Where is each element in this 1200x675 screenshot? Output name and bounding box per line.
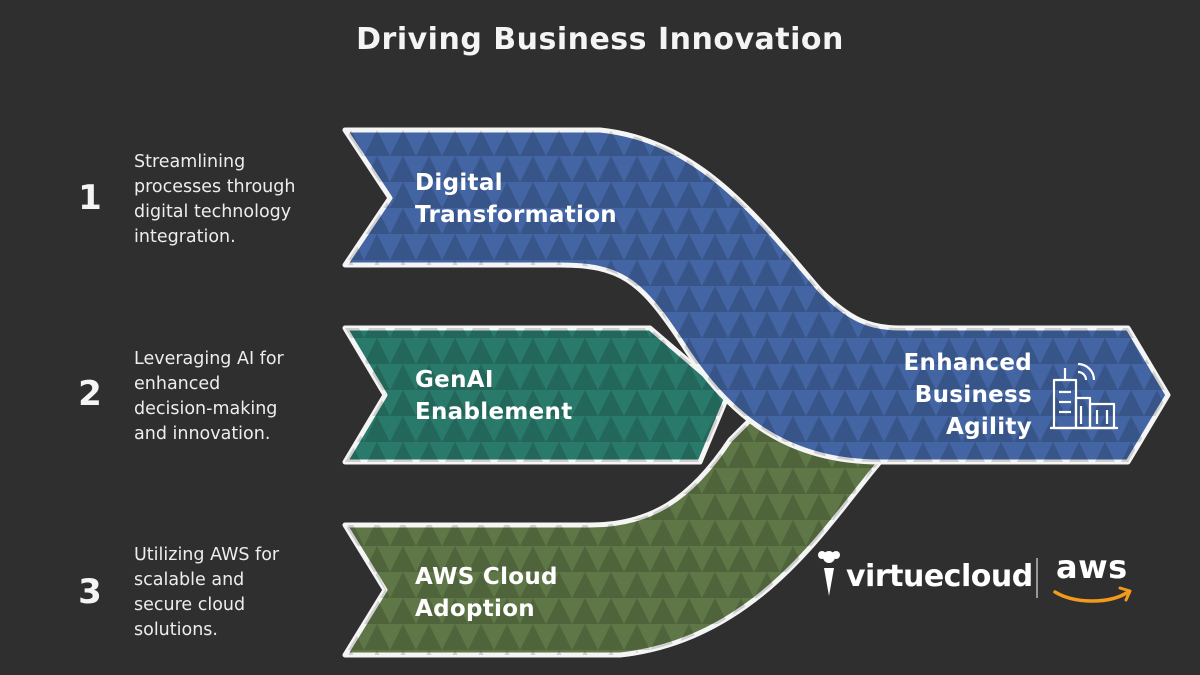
description-line: Leveraging AI for: [134, 349, 284, 369]
description-line: integration.: [134, 227, 236, 247]
step-number-2: 2: [78, 374, 102, 414]
virtuecloud-wordmark: virtuecloud: [846, 559, 1033, 594]
flow-band-digital-texture: [345, 130, 1168, 462]
building-signal-icon: [1050, 362, 1118, 430]
step-description-1: Streamlining processes through digital t…: [134, 150, 334, 250]
aws-wordmark: aws: [1056, 548, 1128, 586]
label-line: Digital: [415, 170, 503, 196]
step-description-2: Leveraging AI for enhanced decision-maki…: [134, 347, 334, 447]
description-line: Streamlining: [134, 152, 246, 172]
label-line: AWS Cloud: [415, 564, 558, 590]
description-line: and innovation.: [134, 424, 271, 444]
label-line: Enhanced: [903, 350, 1032, 376]
aws-logo: aws: [1056, 548, 1128, 586]
virtuecloud-logo: virtuecloud: [846, 559, 1033, 594]
description-line: solutions.: [134, 620, 218, 640]
description-line: scalable and: [134, 570, 245, 590]
label-aws-cloud-adoption: AWS Cloud Adoption: [415, 561, 558, 625]
label-line: Business: [914, 382, 1032, 408]
description-line: secure cloud: [134, 595, 246, 615]
description-line: enhanced: [134, 374, 221, 394]
aws-smile-icon: [1053, 590, 1130, 603]
description-line: processes through: [134, 177, 296, 197]
description-line: digital technology: [134, 202, 292, 222]
aws-smile-arrow-icon: [1118, 586, 1132, 602]
flow-band-genai-texture: [345, 328, 728, 462]
label-line: Transformation: [415, 202, 617, 228]
page-title: Driving Business Innovation: [356, 22, 844, 57]
step-description-3: Utilizing AWS for scalable and secure cl…: [134, 543, 334, 643]
label-genai-enablement: GenAI Enablement: [415, 364, 573, 428]
flow-band-aws-cloud-texture: [345, 410, 880, 655]
label-line: Enablement: [415, 399, 573, 425]
label-line: Adoption: [415, 596, 535, 622]
description-line: decision-making: [134, 399, 278, 419]
description-line: Utilizing AWS for: [134, 545, 280, 565]
step-number-1: 1: [78, 178, 102, 218]
step-number-3: 3: [78, 572, 102, 612]
label-line: Agility: [945, 414, 1032, 440]
label-digital-transformation: Digital Transformation: [415, 167, 617, 231]
label-line: GenAI: [415, 367, 494, 393]
virtuecloud-logo-mark: [818, 551, 840, 596]
label-enhanced-business-agility: Enhanced Business Agility: [860, 347, 1032, 443]
